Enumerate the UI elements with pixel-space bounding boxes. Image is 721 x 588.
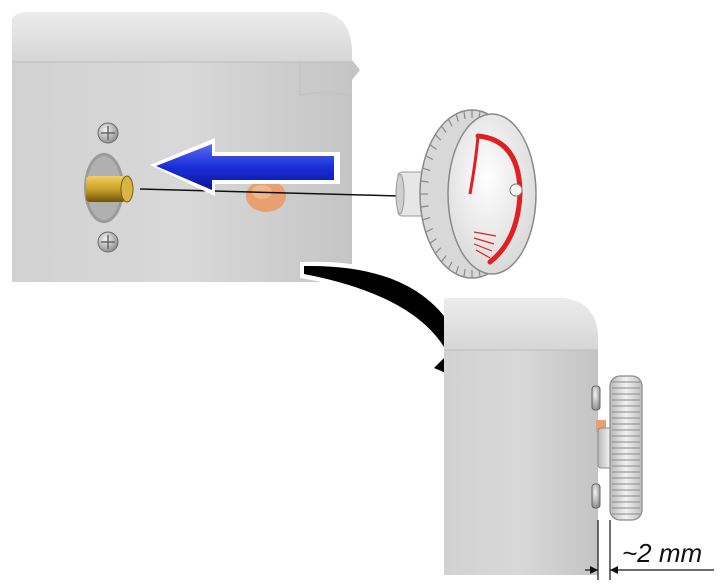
housing-side-view [444,298,598,575]
screw-icon [97,231,119,253]
alignment-line [139,188,401,197]
knob-icon [395,109,537,279]
screw-icon [591,385,601,411]
dimension-annotation: ~2 mm [585,520,714,580]
shaft-icon [86,175,134,203]
side-indicator [596,420,606,432]
screw-icon [97,122,119,144]
knob-side-icon [597,375,643,521]
insert-arrow-icon [150,138,340,196]
housing-front-view [12,12,360,282]
dimension-label: ~2 mm [622,538,702,568]
screw-icon [591,483,601,509]
